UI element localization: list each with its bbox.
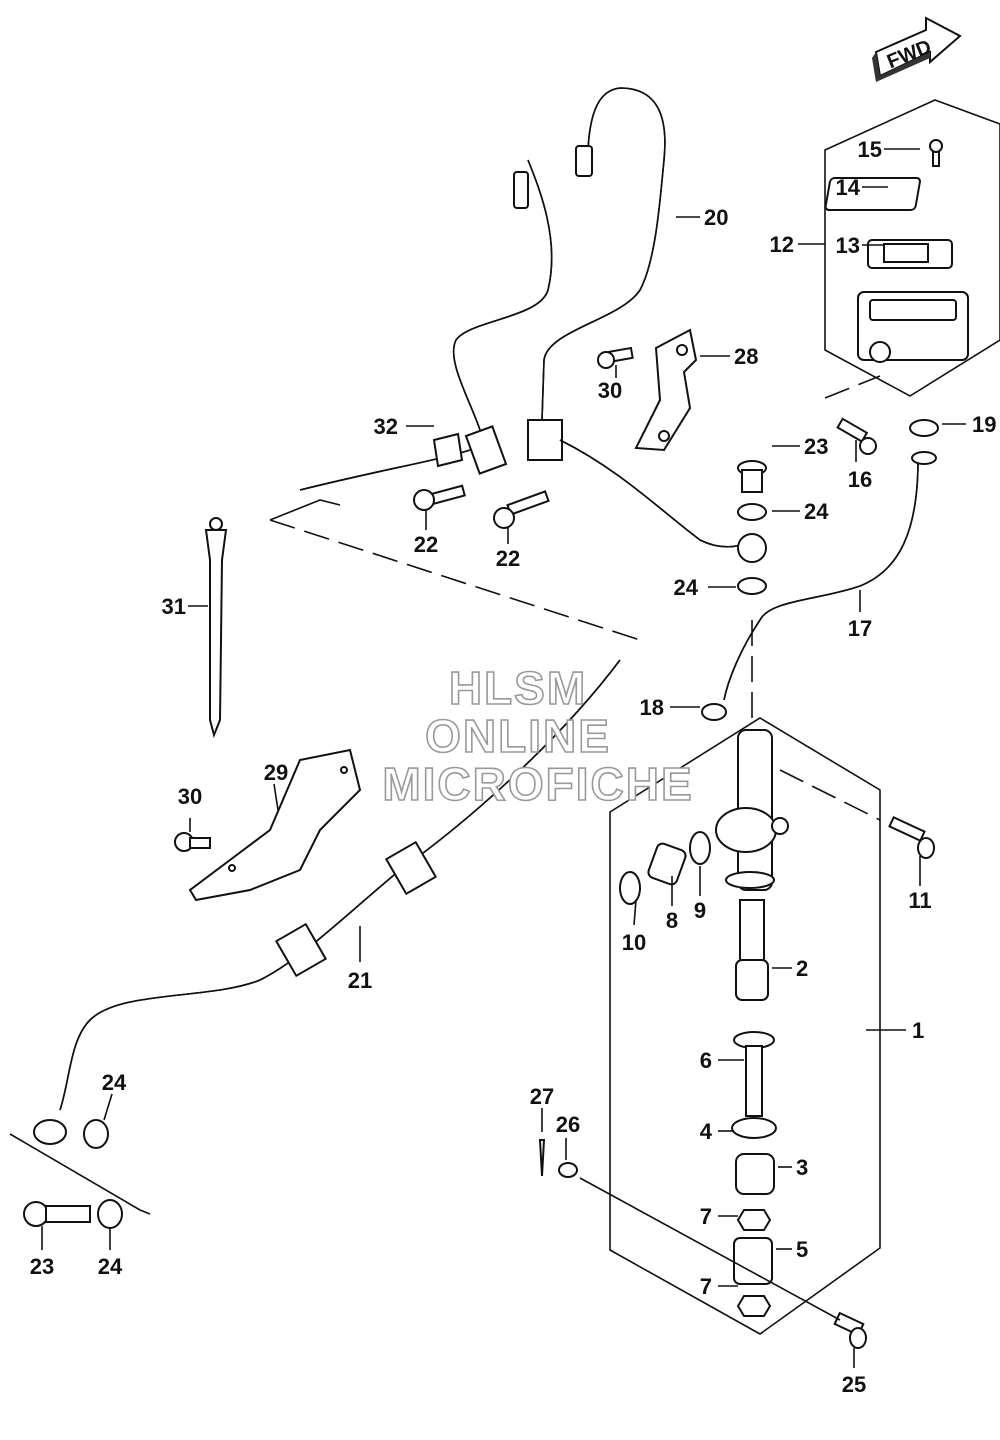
pushrod-6 bbox=[733, 1031, 775, 1117]
callout-5: 5 bbox=[796, 1237, 808, 1262]
bolt-22-right bbox=[493, 490, 550, 529]
callout-30-top: 30 bbox=[598, 378, 622, 403]
callout-29: 29 bbox=[264, 760, 288, 785]
label-32 bbox=[432, 432, 464, 468]
callout-24-lower-left: 24 bbox=[102, 1070, 127, 1095]
nut-7-lower bbox=[736, 1295, 772, 1317]
washer-24-upper bbox=[737, 503, 767, 521]
callout-1: 1 bbox=[912, 1018, 924, 1043]
callout-24-lower-right: 24 bbox=[98, 1254, 123, 1279]
callout-21: 21 bbox=[348, 968, 372, 993]
master-cylinder-box bbox=[609, 717, 881, 1335]
bolt-30-top bbox=[597, 346, 634, 369]
callout-14: 14 bbox=[836, 175, 861, 200]
callout-16: 16 bbox=[848, 467, 872, 492]
o-ring-9 bbox=[689, 831, 711, 865]
callout-11: 11 bbox=[908, 888, 931, 913]
bracket-28 bbox=[634, 328, 698, 452]
master-cylinder-body bbox=[715, 729, 789, 891]
bolt-30-lower bbox=[174, 832, 211, 852]
clamp-18 bbox=[701, 703, 727, 721]
callout-9: 9 bbox=[694, 898, 706, 923]
callout-7-lower: 7 bbox=[700, 1274, 712, 1299]
callout-32: 32 bbox=[374, 414, 398, 439]
callout-24-middle: 24 bbox=[674, 575, 699, 600]
callout-22-left: 22 bbox=[414, 532, 438, 557]
cable-tie-31 bbox=[204, 517, 228, 739]
nut-7-upper bbox=[736, 1209, 772, 1231]
watermark-line-3: MICROFICHE bbox=[382, 758, 693, 810]
circlip-4 bbox=[731, 1117, 777, 1139]
boot-3 bbox=[735, 1153, 775, 1195]
callout-20: 20 bbox=[704, 205, 728, 230]
callout-28: 28 bbox=[734, 344, 758, 369]
fwd-arrow-icon: FWD bbox=[872, 16, 962, 82]
callout-3: 3 bbox=[796, 1155, 808, 1180]
clamp-19 bbox=[909, 419, 939, 437]
screw-11 bbox=[888, 815, 935, 859]
screw-16 bbox=[836, 417, 877, 455]
callout-31: 31 bbox=[162, 594, 186, 619]
callout-13: 13 bbox=[836, 233, 860, 258]
bolt-23-upper bbox=[737, 460, 767, 493]
callout-26: 26 bbox=[556, 1112, 580, 1137]
callout-19: 19 bbox=[972, 412, 996, 437]
washer-24-lower-right bbox=[97, 1199, 123, 1229]
brake-pipes-20 bbox=[452, 87, 666, 475]
pin-25 bbox=[833, 1311, 867, 1349]
callout-30-lower: 30 bbox=[178, 784, 202, 809]
callout-25: 25 bbox=[842, 1372, 866, 1397]
callout-10: 10 bbox=[622, 930, 646, 955]
washer-24-middle bbox=[737, 577, 767, 595]
callout-8: 8 bbox=[666, 908, 678, 933]
callout-7-upper: 7 bbox=[700, 1204, 712, 1229]
callout-27: 27 bbox=[530, 1084, 554, 1109]
callout-12: 12 bbox=[770, 232, 794, 257]
callout-17: 17 bbox=[848, 616, 872, 641]
hose-fitting-8 bbox=[647, 842, 687, 886]
watermark-line-2: ONLINE bbox=[425, 710, 611, 762]
callout-23-upper: 23 bbox=[804, 434, 828, 459]
bolt-22-left bbox=[413, 484, 466, 511]
callout-2: 2 bbox=[796, 956, 808, 981]
guard-29 bbox=[188, 748, 362, 902]
washer-24-lower-left bbox=[83, 1119, 109, 1149]
circlip-10 bbox=[619, 871, 641, 905]
reservoir-assembly bbox=[824, 99, 1000, 397]
callout-22-right: 22 bbox=[496, 546, 520, 571]
washer-26 bbox=[558, 1162, 578, 1178]
clevis-5 bbox=[733, 1237, 773, 1285]
cotter-pin-27 bbox=[538, 1139, 546, 1177]
callout-18: 18 bbox=[640, 695, 664, 720]
bolt-23-lower bbox=[23, 1201, 91, 1227]
spring-piston-2 bbox=[735, 899, 769, 1001]
callout-4: 4 bbox=[700, 1119, 713, 1144]
callout-23-lower: 23 bbox=[30, 1254, 54, 1279]
callout-6: 6 bbox=[700, 1048, 712, 1073]
callout-15: 15 bbox=[858, 137, 882, 162]
callout-24-upper: 24 bbox=[804, 499, 829, 524]
watermark-line-1: HLSM bbox=[449, 662, 587, 714]
